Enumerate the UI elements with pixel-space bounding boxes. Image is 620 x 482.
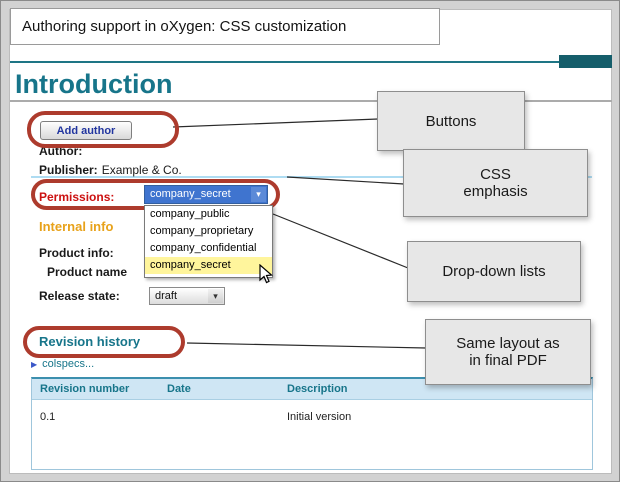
- dropdown-arrow-icon[interactable]: ▾: [208, 289, 223, 303]
- add-author-button[interactable]: Add author: [40, 121, 132, 140]
- revision-history-heading: Revision history: [39, 334, 141, 349]
- release-state-dropdown[interactable]: draft ▾: [149, 287, 225, 305]
- cell-revision-number: 0.1: [40, 411, 56, 423]
- permissions-label: Permissions:: [39, 190, 115, 204]
- dropdown-option-selected[interactable]: company_secret: [145, 257, 272, 274]
- publisher-value: Example & Co.: [101, 163, 182, 177]
- accent-block: [559, 55, 612, 68]
- dropdown-option[interactable]: company_public: [150, 208, 230, 220]
- table-header-revision-number: Revision number: [40, 383, 130, 395]
- annotation-oval-revision-history: [23, 326, 185, 358]
- callout-pdf-layout: Same layout as in final PDF: [425, 319, 591, 385]
- cell-description: Initial version: [287, 411, 352, 423]
- accent-line: [10, 61, 612, 63]
- heading-divider: [10, 100, 612, 102]
- dropdown-option[interactable]: company_proprietary: [150, 225, 254, 237]
- permissions-dropdown-value: company_secret: [150, 188, 231, 200]
- permissions-dropdown[interactable]: company_secret ▾: [144, 185, 268, 204]
- release-state-label: Release state:: [39, 289, 120, 303]
- product-name-label: Product name: [47, 265, 128, 279]
- annotation-oval-add-author: [27, 111, 179, 148]
- permissions-dropdown-list: company_public company_proprietary compa…: [144, 205, 273, 278]
- dropdown-option[interactable]: company_confidential: [150, 242, 257, 254]
- product-info-label: Product info:: [39, 246, 114, 260]
- callout-css-emphasis: CSS emphasis: [403, 149, 588, 217]
- revision-table: Revision number Date Description 0.1 Ini…: [31, 377, 593, 470]
- mouse-cursor-icon: [259, 264, 273, 284]
- publisher-row: Publisher:Example & Co.: [39, 163, 182, 177]
- callout-dropdown-lists: Drop-down lists: [407, 241, 581, 302]
- colspecs-link-label: colspecs...: [42, 358, 95, 370]
- release-state-value: draft: [155, 290, 178, 302]
- publisher-label: Publisher:: [39, 163, 98, 177]
- table-header-description: Description: [287, 383, 348, 395]
- document-heading: Introduction: [15, 69, 173, 99]
- callout-buttons: Buttons: [377, 91, 525, 151]
- expand-triangle-icon[interactable]: ▶: [31, 359, 38, 369]
- internal-info-heading: Internal info: [39, 219, 114, 234]
- colspecs-link[interactable]: ▶ colspecs...: [31, 358, 94, 370]
- table-header-date: Date: [167, 383, 191, 395]
- slide-title: Authoring support in oXygen: CSS customi…: [10, 8, 440, 45]
